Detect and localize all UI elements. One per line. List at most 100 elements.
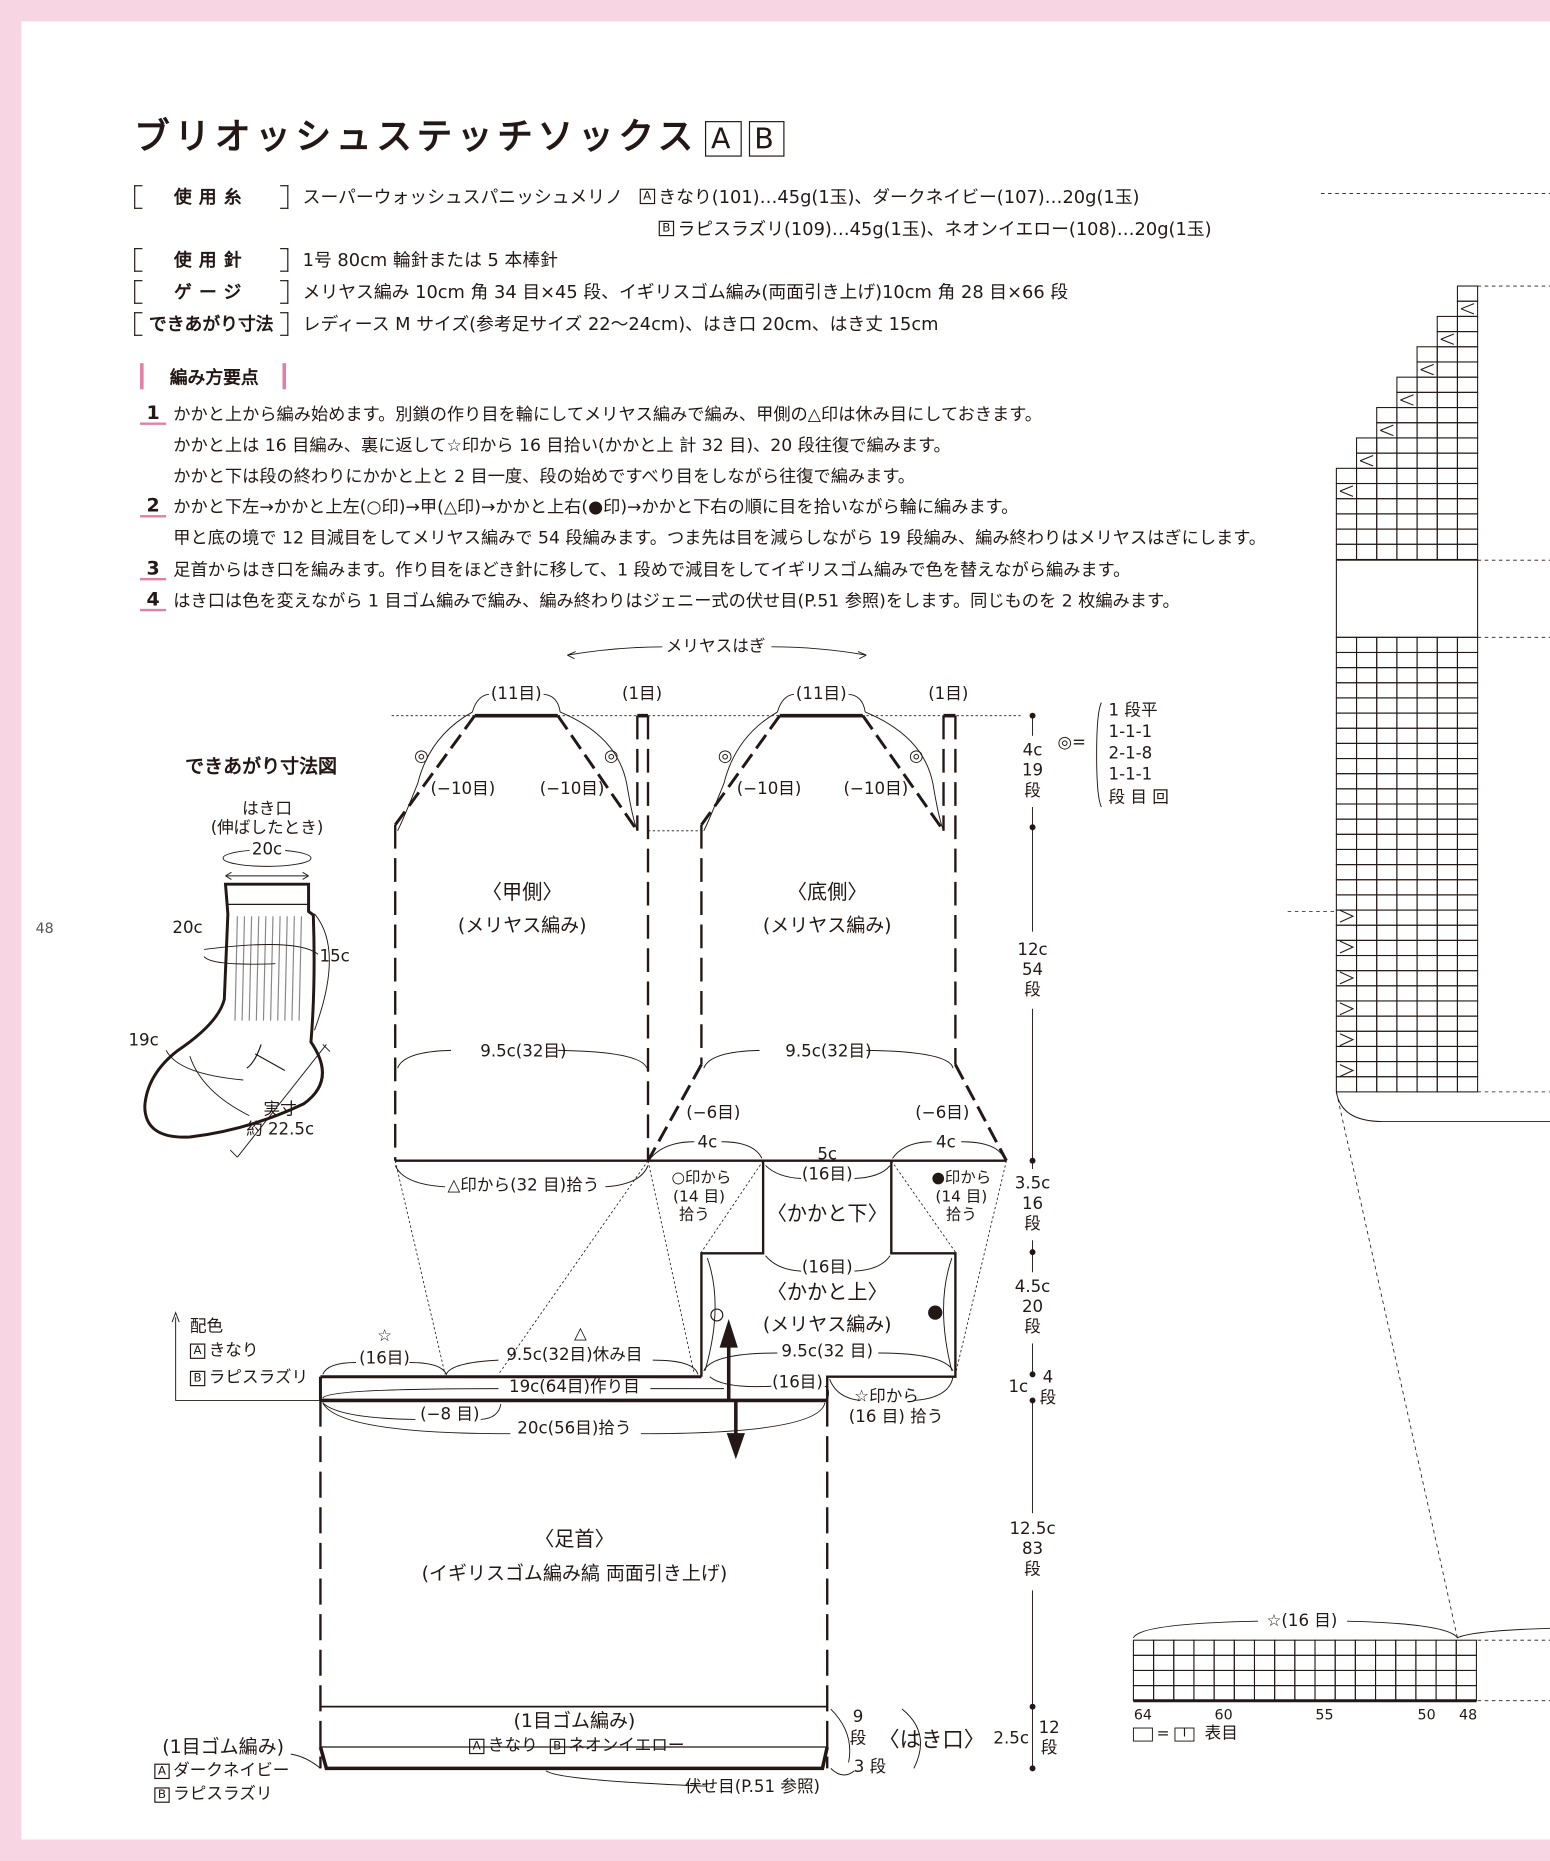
ankle-circ: 20c <box>172 918 203 938</box>
legend-equals: = <box>1156 1725 1170 1743</box>
chart-cell <box>1396 939 1418 957</box>
chart-cell <box>1253 1669 1276 1687</box>
chart-cell <box>1132 1669 1155 1687</box>
chart-gap <box>1335 559 1479 638</box>
rib-line <box>234 916 238 1021</box>
spec-gauge: ゲージ メリヤス編み 10cm 角 34 目×45 段、イギリスゴム編み(両面引… <box>134 279 1068 304</box>
chart-cell <box>1436 954 1458 972</box>
chart-cell <box>1335 939 1358 957</box>
rib-line <box>270 916 274 1021</box>
yarn-name: スーパーウォッシュスパニッシュメリノ <box>302 186 623 208</box>
label-dec-10: (−10目) <box>430 779 496 799</box>
chart-cell <box>1456 452 1479 469</box>
chart-cell <box>1436 482 1458 500</box>
chart-cell <box>1356 712 1378 729</box>
chart-cell <box>1356 1045 1378 1063</box>
chart-cell <box>1395 1669 1417 1687</box>
chart-cell <box>1456 346 1479 363</box>
chart-cell <box>1396 667 1418 684</box>
chart-cell <box>1416 376 1438 393</box>
label-16-sts: (16目) <box>801 1258 853 1278</box>
chart-cell <box>1455 1669 1477 1687</box>
chart-cell <box>1294 1654 1316 1671</box>
chart-cell <box>1376 833 1398 850</box>
chart-cell <box>1356 742 1378 760</box>
chart-cell <box>1456 758 1479 775</box>
chart-cell <box>1314 1685 1336 1702</box>
dec-rule-row: 1 段平 <box>1108 701 1158 721</box>
chart-cell <box>1396 1061 1418 1078</box>
chart-cell <box>1314 1654 1336 1671</box>
chart-cell <box>1334 1639 1356 1656</box>
chart-cell <box>1335 909 1358 926</box>
chart-cell <box>1456 1076 1479 1093</box>
chart-cell <box>1456 864 1479 881</box>
chart-cell <box>1416 864 1438 881</box>
heel-piece <box>700 1160 957 1401</box>
chart-cell <box>1416 407 1438 424</box>
badge-b: B <box>658 220 674 237</box>
chart-cell <box>1436 361 1458 378</box>
heel-bottom-title: 〈かかと下〉 <box>766 1202 888 1227</box>
chart-cell <box>1456 788 1479 805</box>
chart-cell <box>1416 651 1438 669</box>
chart-cell <box>1395 1639 1417 1656</box>
decrease-symbol <box>1339 485 1354 497</box>
chart-cell <box>1436 528 1458 545</box>
decrease-symbol <box>1380 424 1394 437</box>
chart-cell <box>1436 543 1458 561</box>
chart-cell <box>1396 467 1418 485</box>
chart-cell <box>1416 1045 1438 1063</box>
label-dec-8: (−8 目) <box>420 1405 480 1425</box>
rows-3: 3 段 <box>853 1757 887 1777</box>
chart-cell <box>1396 682 1418 699</box>
chart-cell <box>1436 636 1458 654</box>
chart-cell <box>1436 1000 1458 1017</box>
double-circle-icon: ◎ <box>414 746 429 766</box>
chart-cell <box>1335 864 1358 881</box>
chart-cell <box>1314 1669 1336 1687</box>
label-16-sts: (16目) <box>772 1373 823 1393</box>
chart-cell <box>1193 1685 1215 1702</box>
label-dec-10: (−10目) <box>539 779 605 799</box>
chart-col-number: 48 <box>1459 1706 1478 1724</box>
chart-cell <box>1356 924 1378 941</box>
heel-top-title: 〈かかと上〉 <box>766 1281 888 1305</box>
chart-cell <box>1356 970 1378 987</box>
chart-cell <box>1335 848 1358 866</box>
chart-cell <box>1415 1685 1437 1702</box>
chart-cell <box>1396 833 1418 850</box>
chart-cell <box>1416 848 1438 866</box>
pick-circle-label: 拾う <box>678 1206 710 1225</box>
chart-cell <box>1376 879 1398 896</box>
chart-cell <box>1376 773 1398 790</box>
decrease-symbol <box>1460 303 1475 315</box>
chart-cell <box>1354 1685 1377 1702</box>
chart-cell <box>1396 498 1418 515</box>
instep-width: 9.5c(32目) <box>480 1042 567 1062</box>
chart-cell <box>1335 513 1358 530</box>
chart-cell <box>1456 513 1479 530</box>
chart-cell <box>1376 712 1398 729</box>
chart-cell <box>1396 376 1418 393</box>
chart-cell <box>1435 1639 1457 1656</box>
chart-cell <box>1416 773 1438 790</box>
chart-cell <box>1456 682 1479 699</box>
chart-cell <box>1416 758 1438 775</box>
legend-label: 表目 <box>1204 1724 1238 1744</box>
chart-cell <box>1456 1045 1479 1063</box>
chart-cell <box>1435 1654 1457 1671</box>
sole-piece <box>646 713 1008 1162</box>
label-dec-10: (−10目) <box>736 779 802 799</box>
chart-cell <box>1356 818 1378 835</box>
chart-cell <box>1334 1669 1356 1687</box>
chart-cell <box>1416 909 1438 926</box>
chart-cell <box>1436 818 1458 835</box>
decrease-symbol <box>1339 1002 1355 1016</box>
chart-cell <box>1335 742 1358 760</box>
chart-cell <box>1356 909 1378 926</box>
